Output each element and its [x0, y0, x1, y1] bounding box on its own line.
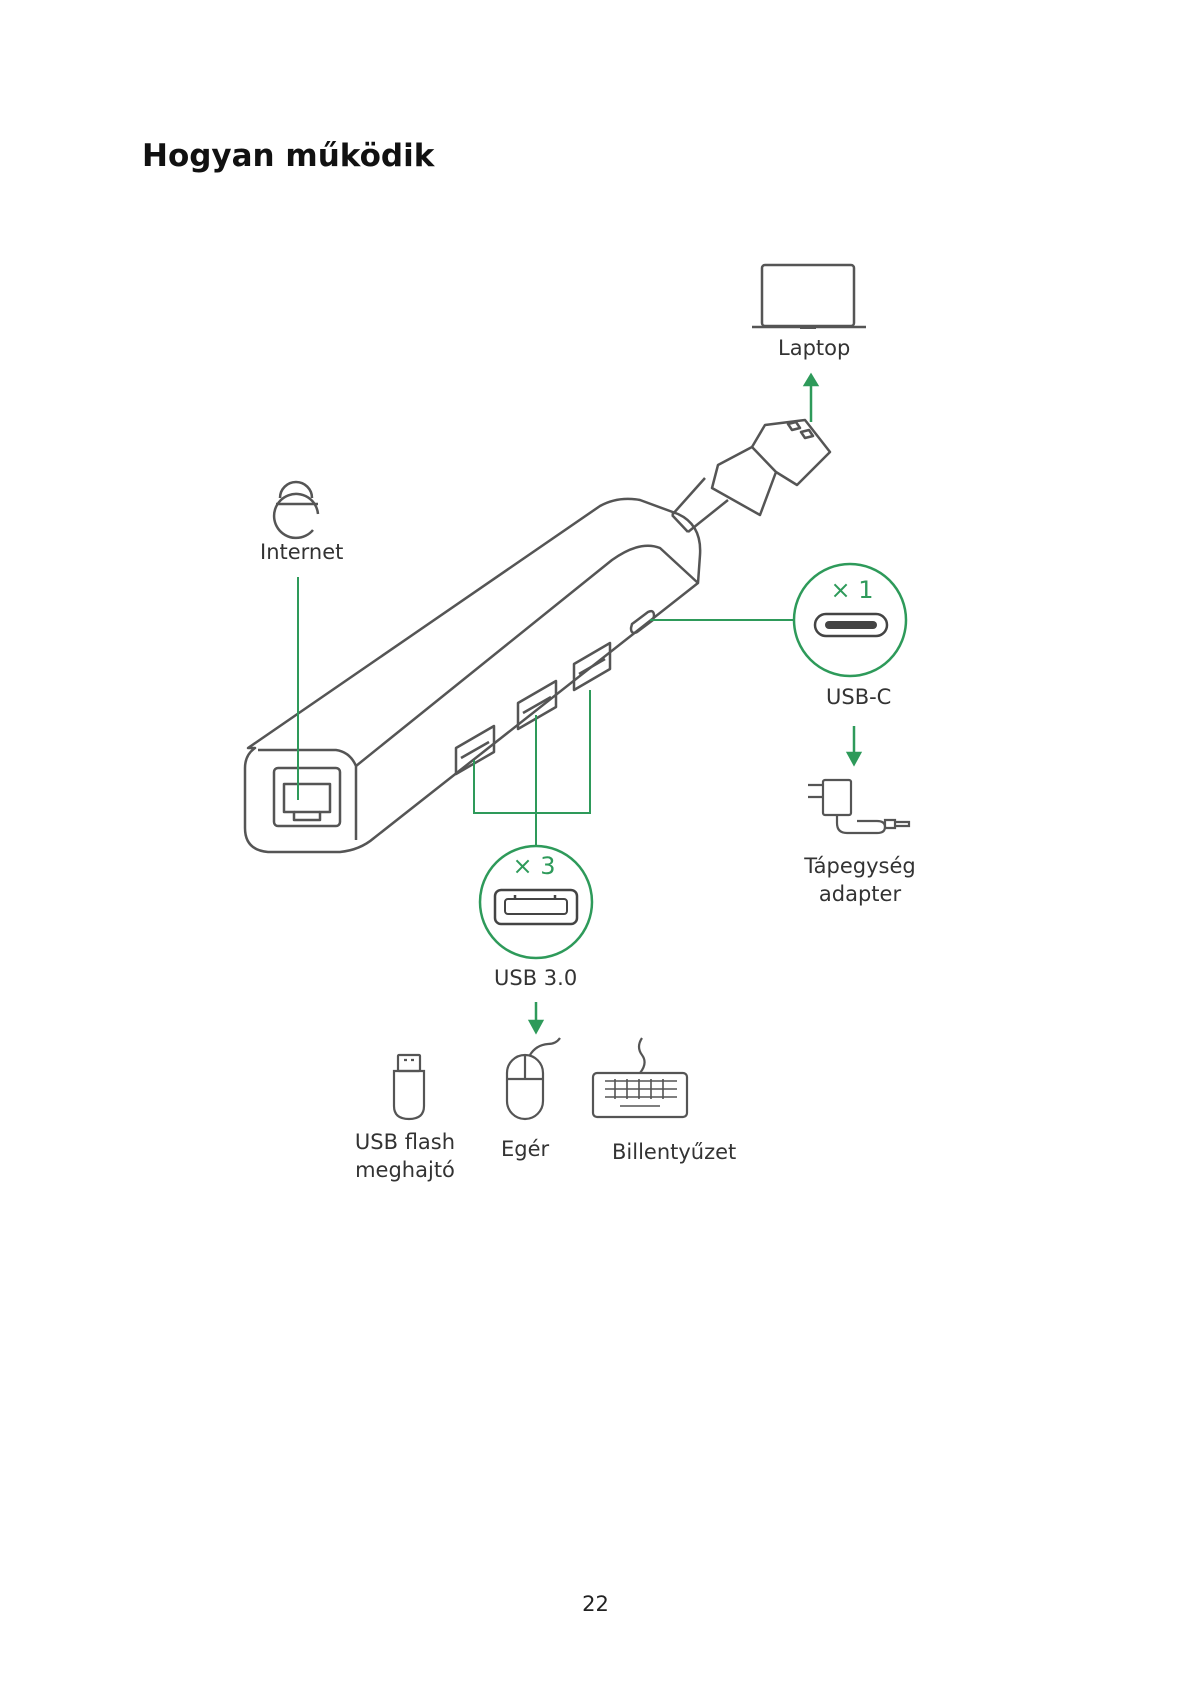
- usb3-count-badge: × 3: [512, 852, 555, 880]
- power-arrow: [848, 726, 860, 764]
- power-adapter-icon: [808, 780, 909, 833]
- mouse-label: Egér: [501, 1137, 549, 1161]
- mouse-icon: [507, 1038, 560, 1119]
- keyboard-icon: [593, 1038, 687, 1117]
- usb3-label: USB 3.0: [494, 966, 577, 990]
- usb-flash-label-line2: meghajtó: [350, 1158, 460, 1182]
- keyboard-label: Billentyűzet: [612, 1140, 736, 1164]
- power-adapter-label: Tápegység adapter: [790, 854, 930, 906]
- power-adapter-label-line2: adapter: [790, 882, 930, 906]
- usb-flash-label: USB flash meghajtó: [350, 1130, 460, 1182]
- power-adapter-label-line1: Tápegység: [790, 854, 930, 878]
- internet-label: Internet: [260, 540, 343, 564]
- usb-plug: [672, 420, 830, 532]
- laptop-label: Laptop: [778, 336, 850, 360]
- usb-flash-label-line1: USB flash: [350, 1130, 460, 1154]
- usb-flash-drive-icon: [394, 1055, 424, 1119]
- usb-c-label: USB-C: [826, 685, 891, 709]
- usb3-arrow: [530, 1002, 542, 1032]
- internet-explorer-icon: [274, 482, 318, 538]
- page-number: 22: [0, 1592, 1191, 1616]
- usb-c-count-badge: × 1: [830, 576, 873, 604]
- laptop-arrow: [805, 375, 817, 422]
- laptop-icon: [752, 265, 866, 327]
